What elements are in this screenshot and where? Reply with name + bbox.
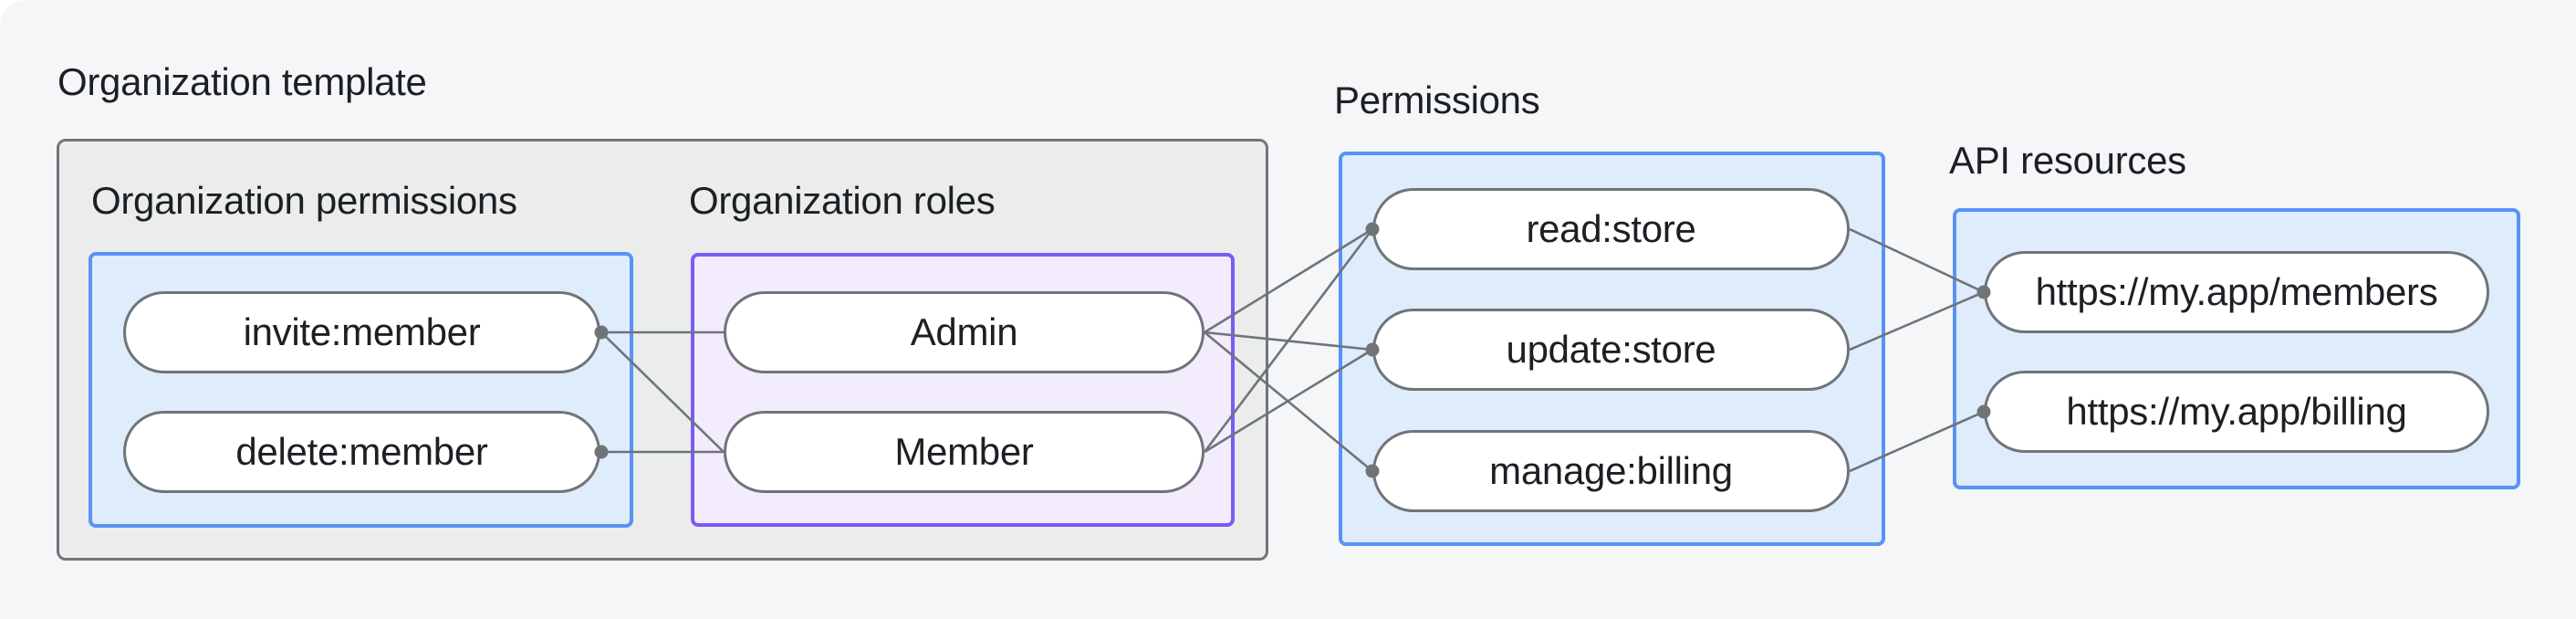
node-invite-member: invite:member (123, 291, 600, 373)
node-billing-api-resource: https://my.app/billing (1984, 371, 2489, 453)
node-delete-member: delete:member (123, 411, 600, 493)
org-roles-label: Organization roles (689, 179, 996, 222)
node-members-api-resource: https://my.app/members (1984, 251, 2489, 333)
node-manage-billing-permission: manage:billing (1372, 430, 1850, 512)
node-update-store-permission: update:store (1372, 309, 1850, 391)
node-admin-role: Admin (724, 291, 1205, 373)
org-permissions-label: Organization permissions (91, 179, 517, 222)
permissions-label: Permissions (1334, 79, 1540, 121)
api-resources-label: API resources (1949, 139, 2186, 182)
node-read-store-permission: read:store (1372, 188, 1850, 270)
org-template-label: Organization template (57, 60, 427, 103)
node-member-role: Member (724, 411, 1205, 493)
